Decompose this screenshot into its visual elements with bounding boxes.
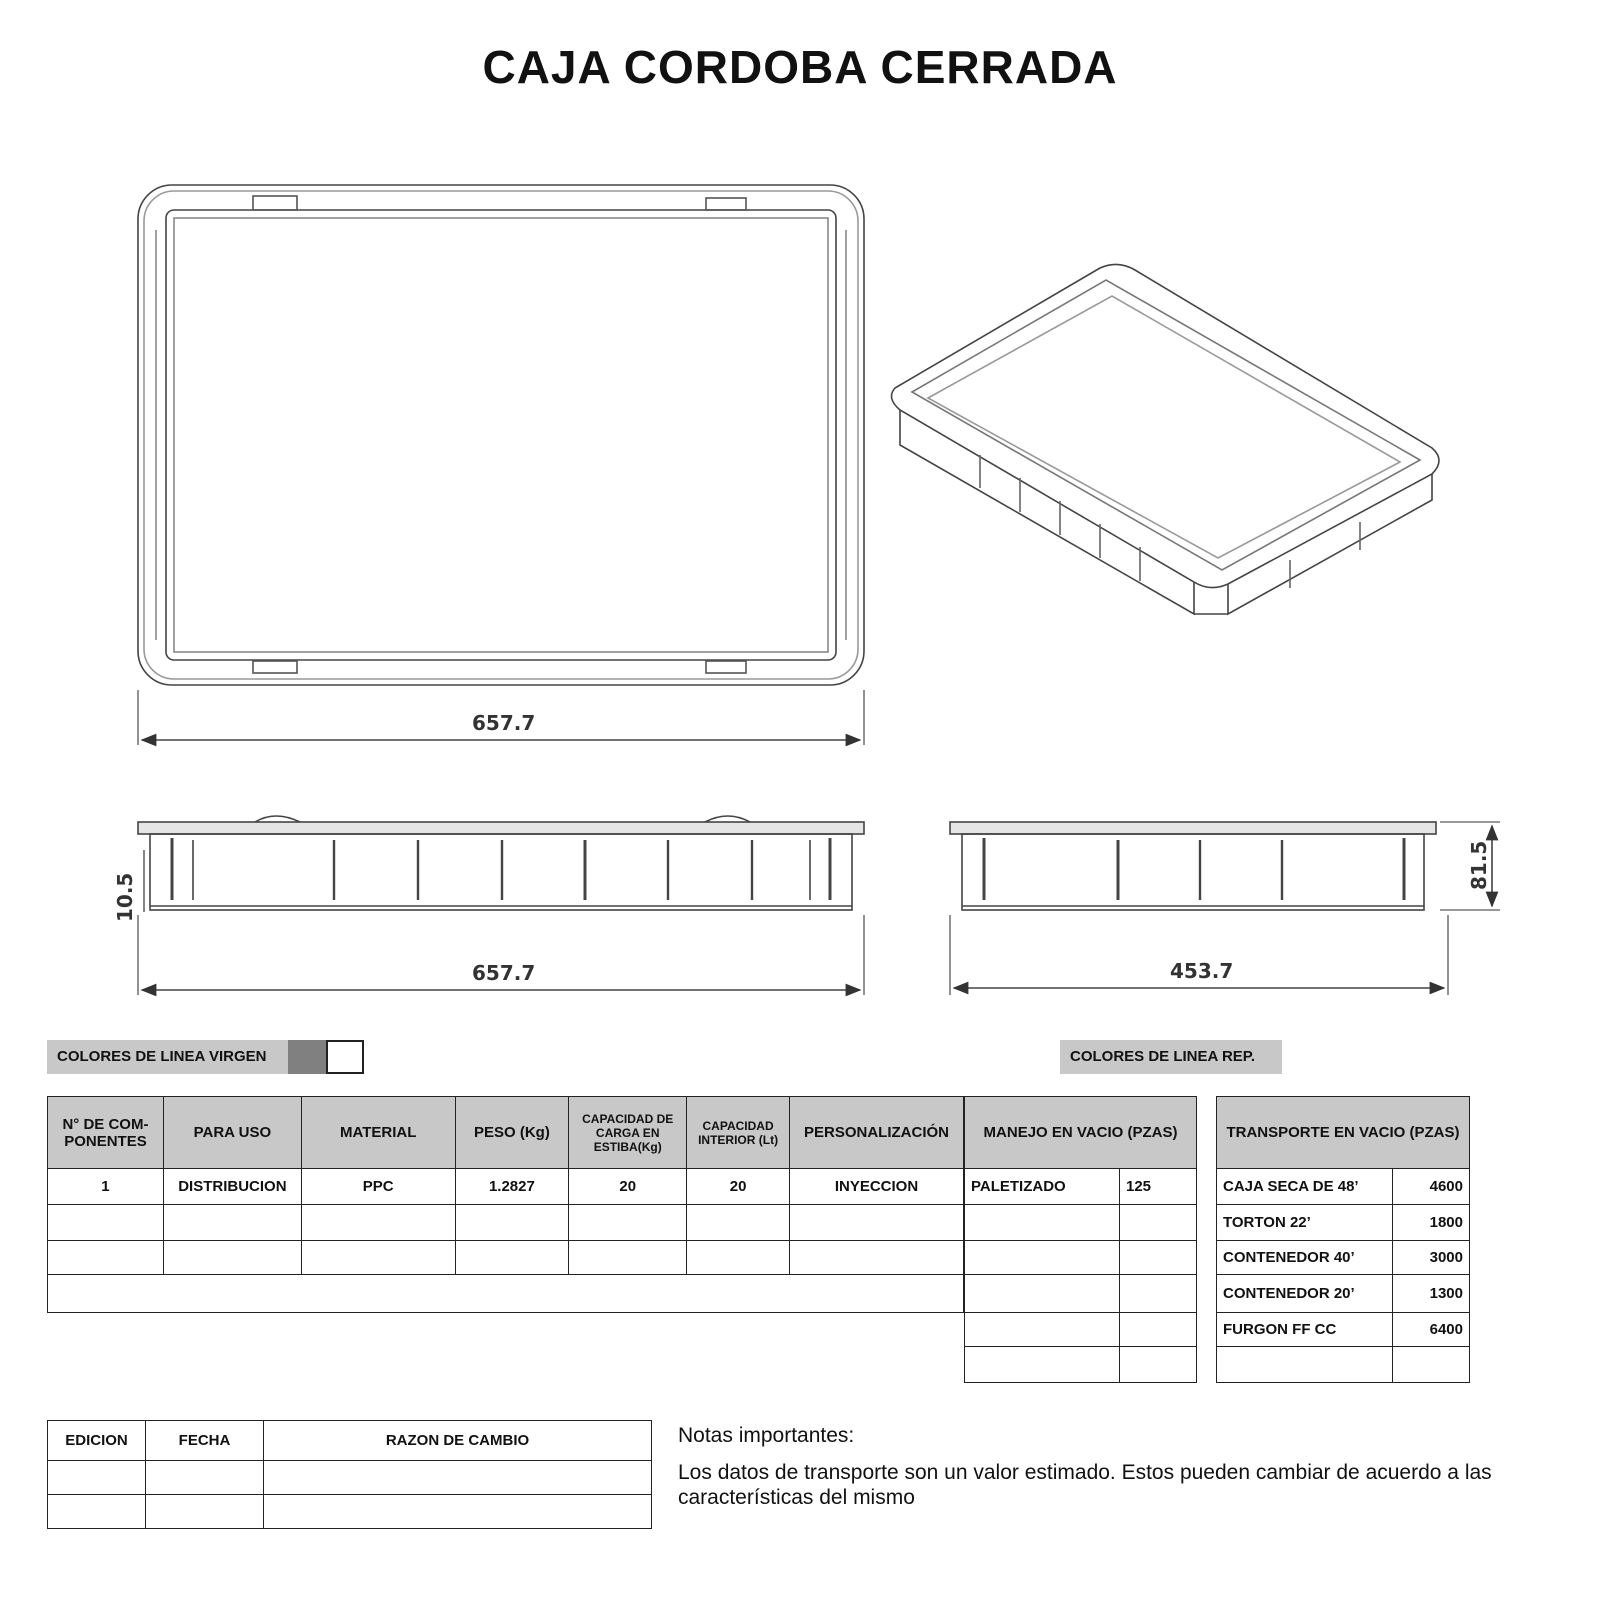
header-material: MATERIAL <box>300 1096 456 1169</box>
side-view-drawing <box>949 821 1500 995</box>
cell-transport-value: 1800 <box>1392 1204 1470 1241</box>
table-row: 1 DISTRIBUCION PPC 1.2827 20 20 INYECCIO… <box>47 1168 964 1205</box>
table-row: FURGON FF CC 6400 <box>1216 1312 1470 1347</box>
header-stack-capacity: CAPACIDAD DE CARGA EN ESTIBA(Kg) <box>568 1096 688 1169</box>
virgin-line-colors-label: COLORES DE LINEA VIRGEN <box>47 1040 288 1074</box>
rep-line-colors-label: COLORES DE LINEA REP. <box>1060 1040 1282 1074</box>
header-date: FECHA <box>145 1420 264 1461</box>
transport-table: TRANSPORTE EN VACIO (PZAS) CAJA SECA DE … <box>1216 1096 1470 1383</box>
cell-handling-value: 125 <box>1119 1168 1197 1205</box>
color-swatch-white <box>326 1040 364 1074</box>
cell-components: 1 <box>47 1168 164 1205</box>
front-width-dimension: 657.7 <box>472 961 535 985</box>
header-use: PARA USO <box>162 1096 302 1169</box>
handling-table: MANEJO EN VACIO (PZAS) PALETIZADO 125 <box>964 1096 1197 1383</box>
top-width-dimension: 657.7 <box>472 711 535 735</box>
table-row: TORTON 22’ 1800 <box>1216 1204 1470 1241</box>
table-row <box>47 1274 964 1313</box>
notes-body: Los datos de transporte son un valor est… <box>678 1461 1492 1509</box>
cell-stack-capacity: 20 <box>568 1168 688 1205</box>
header-customization: PERSONALIZACIÓN <box>789 1096 964 1169</box>
isometric-view-drawing <box>890 263 1440 616</box>
cell-transport-value: 4600 <box>1392 1168 1470 1205</box>
cell-transport-label: FURGON FF CC <box>1216 1312 1393 1347</box>
table-row <box>47 1204 964 1241</box>
notes-block: Notas importantes: Los datos de transpor… <box>678 1423 1578 1510</box>
cell-use: DISTRIBUCION <box>162 1168 302 1205</box>
specs-table: N° DE COM-PONENTES PARA USO MATERIAL PES… <box>47 1096 964 1313</box>
header-weight: PESO (Kg) <box>454 1096 570 1169</box>
table-row: CONTENEDOR 20’ 1300 <box>1216 1274 1470 1313</box>
cell-customization: INYECCION <box>789 1168 964 1205</box>
technical-drawings: 657.7 10.5 657.7 <box>113 184 1500 997</box>
table-row <box>47 1494 652 1529</box>
color-swatch-dark <box>288 1040 326 1074</box>
table-row: CONTENEDOR 40’ 3000 <box>1216 1240 1470 1275</box>
front-height-dimension: 10.5 <box>113 873 137 922</box>
front-view-drawing <box>137 815 865 997</box>
cell-handling-label: PALETIZADO <box>964 1168 1120 1205</box>
cell-transport-value: 3000 <box>1392 1240 1470 1275</box>
revisions-table: EDICION FECHA RAZON DE CAMBIO <box>47 1420 652 1529</box>
cell-transport-label: TORTON 22’ <box>1216 1204 1393 1241</box>
side-width-dimension: 453.7 <box>1170 959 1233 983</box>
cell-transport-label: CONTENEDOR 20’ <box>1216 1274 1393 1313</box>
cell-transport-value: 6400 <box>1392 1312 1470 1347</box>
cell-transport-label: CAJA SECA DE 48’ <box>1216 1168 1393 1205</box>
cell-transport-value: 1300 <box>1392 1274 1470 1313</box>
table-row <box>47 1460 652 1495</box>
cell-weight: 1.2827 <box>454 1168 570 1205</box>
cell-material: PPC <box>300 1168 456 1205</box>
header-components: N° DE COM-PONENTES <box>47 1096 164 1169</box>
header-edition: EDICION <box>47 1420 146 1461</box>
table-row: CAJA SECA DE 48’ 4600 <box>1216 1168 1470 1205</box>
side-height-dimension: 81.5 <box>1467 841 1491 890</box>
header-interior-capacity: CAPACIDAD INTERIOR (Lt) <box>686 1096 791 1169</box>
header-change-reason: RAZON DE CAMBIO <box>263 1420 652 1461</box>
document-title: CAJA CORDOBA CERRADA <box>482 41 1118 93</box>
top-view-drawing <box>137 184 865 747</box>
header-transport: TRANSPORTE EN VACIO (PZAS) <box>1216 1096 1470 1169</box>
table-row: PALETIZADO 125 <box>964 1168 1197 1205</box>
notes-heading: Notas importantes: <box>678 1424 855 1447</box>
cell-transport-label: CONTENEDOR 40’ <box>1216 1240 1393 1275</box>
header-handling: MANEJO EN VACIO (PZAS) <box>964 1096 1197 1169</box>
cell-interior-capacity: 20 <box>686 1168 791 1205</box>
table-row <box>47 1240 964 1275</box>
